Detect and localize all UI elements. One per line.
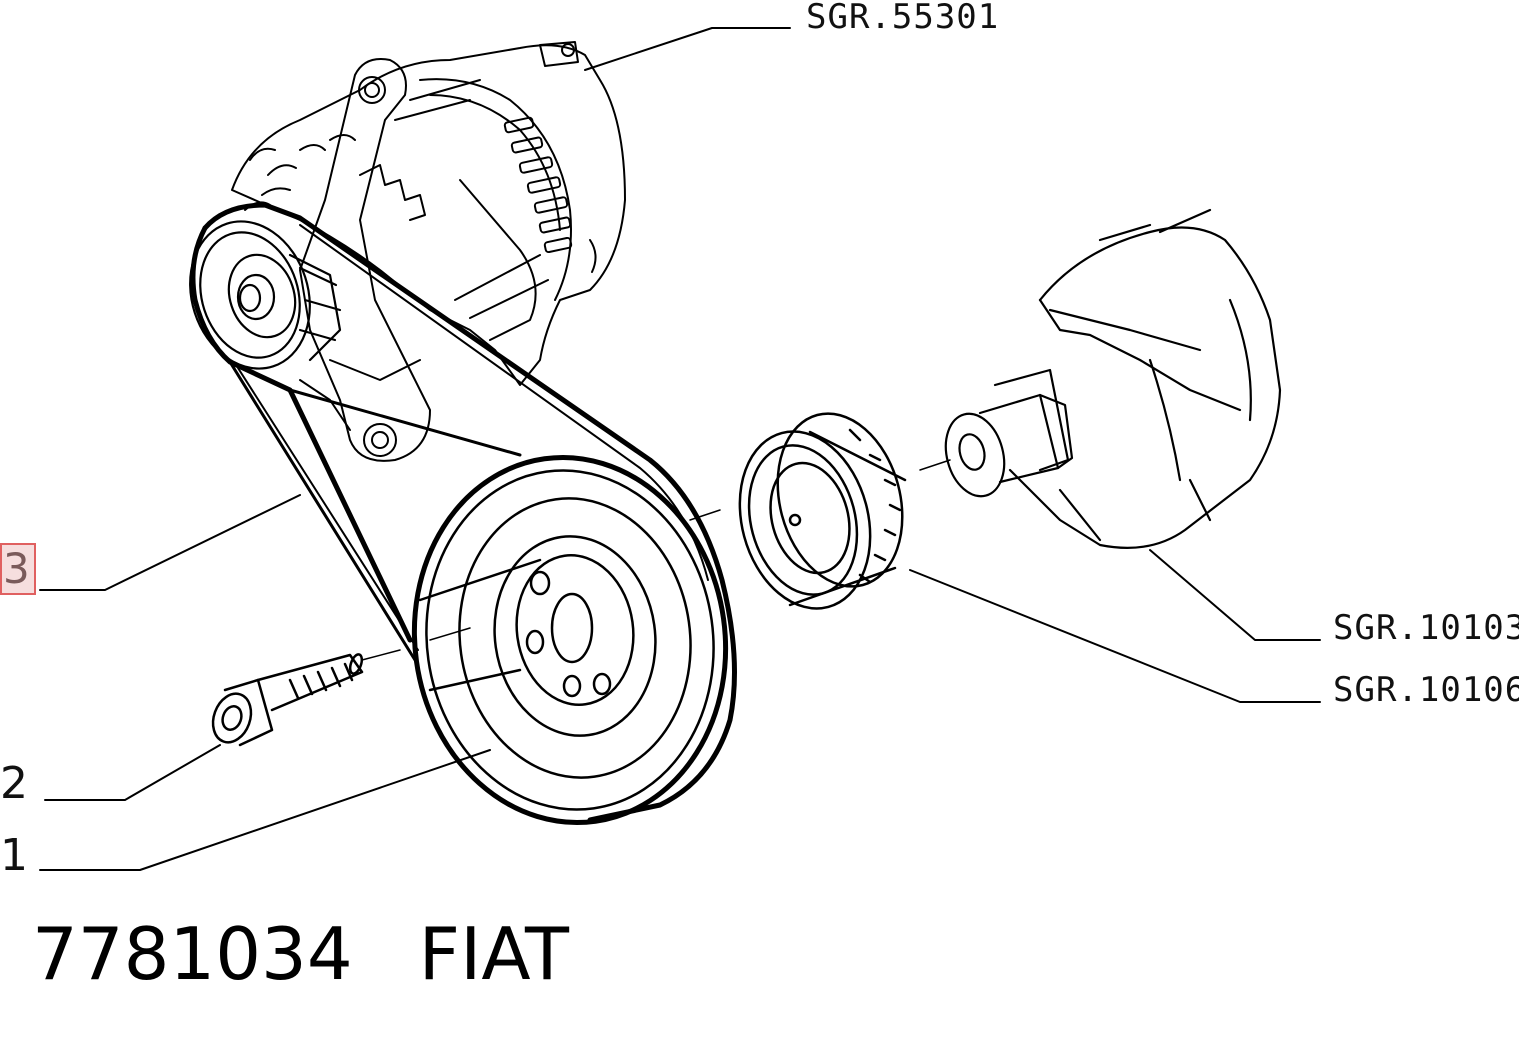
- item-1-label: 1: [0, 830, 28, 881]
- alternator-drawing: [231, 41, 626, 462]
- item-3-marker[interactable]: 3: [0, 543, 36, 595]
- item-2-label: 2: [0, 758, 28, 809]
- label-sgr10103: SGR.10103: [1333, 608, 1519, 648]
- leader-sgr10106: [909, 569, 1321, 703]
- crankshaft-drawing: [944, 208, 1282, 549]
- label-sgr55301: SGR.55301: [806, 0, 1000, 37]
- leader-lines: [39, 27, 1321, 871]
- alternator-pulley-drawing: [189, 220, 342, 370]
- brand-name: FIAT: [418, 912, 569, 996]
- leader-item3: [39, 494, 301, 591]
- crankshaft-pulley-drawing: [411, 455, 729, 825]
- part-number: 7781034: [32, 912, 353, 996]
- leader-sgr55301: [584, 27, 791, 71]
- label-sgr10106: SGR.10106: [1333, 670, 1519, 710]
- leader-item2: [44, 744, 221, 801]
- center-axis-line: [361, 459, 951, 661]
- timing-gear-drawing: [738, 412, 907, 610]
- leader-sgr10103: [1149, 549, 1321, 641]
- bolt-drawing: [211, 653, 364, 747]
- leader-item1: [39, 749, 491, 871]
